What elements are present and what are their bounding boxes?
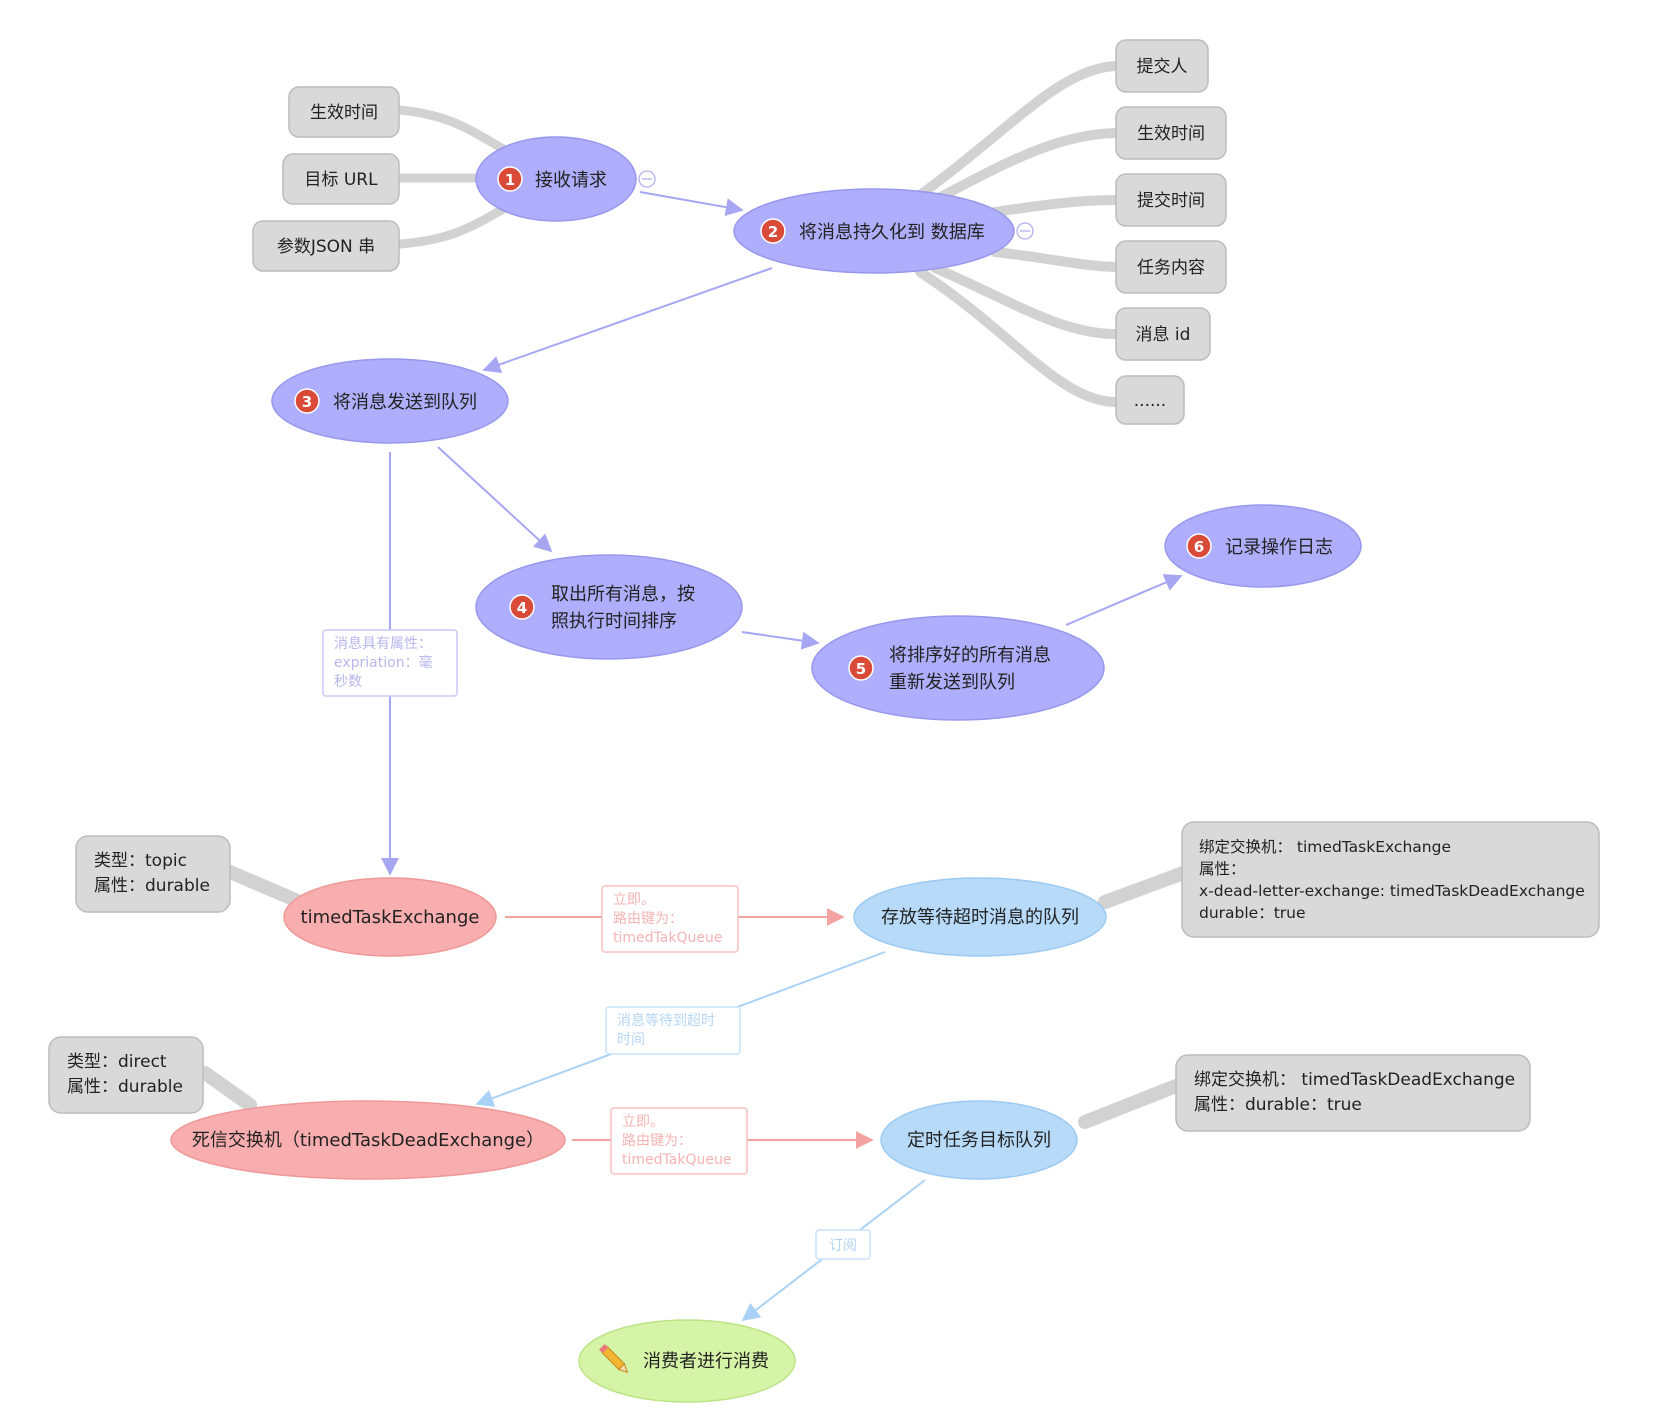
step-node-receive-request[interactable]: 1 接收请求 <box>475 136 637 222</box>
consumer-label: 消费者进行消费 <box>643 1351 769 1372</box>
edge-label-expiration: 消息具有属性： expriation：毫 秒数 <box>322 629 458 697</box>
node-label: 提交时间 <box>1137 191 1205 211</box>
request-param-node[interactable]: 生效时间 <box>288 86 400 138</box>
edge-label-line: 立即。 <box>613 892 655 908</box>
step-badge-icon <box>1186 533 1212 559</box>
dead-exchange-node[interactable]: 死信交换机（timedTaskDeadExchange） <box>170 1100 566 1180</box>
edge-label-line: 路由键为： <box>613 911 683 927</box>
queue-label: 定时任务目标队列 <box>907 1130 1051 1151</box>
request-param-node[interactable]: 目标 URL <box>282 153 400 205</box>
edge-label-line: 消息具有属性： <box>334 635 432 652</box>
edge-label-subscribe: 订阅 <box>815 1229 871 1260</box>
note-line: 类型：direct <box>67 1052 167 1072</box>
db-field-node[interactable]: 生效时间 <box>1115 106 1227 160</box>
step-label: 取出所有消息，按 <box>551 584 695 605</box>
step-node-persist-db[interactable]: 2 将消息持久化到 数据库 <box>733 188 1015 274</box>
pencil-icon <box>599 1344 629 1374</box>
edge-label-line: 秒数 <box>334 674 362 690</box>
wait-queue-note: 绑定交换机： timedTaskExchange 属性： x-dead-lett… <box>1181 821 1600 938</box>
edge-label-line: 时间 <box>617 1032 645 1048</box>
target-queue-node[interactable]: 定时任务目标队列 <box>880 1100 1078 1180</box>
wait-queue-node[interactable]: 存放等待超时消息的队列 <box>853 877 1107 957</box>
note-line: 属性： <box>1199 860 1246 878</box>
step-label: 将消息持久化到 数据库 <box>799 222 985 243</box>
step-badge-number: 5 <box>856 660 866 678</box>
node-label: ...... <box>1134 391 1166 411</box>
step-badge-number: 2 <box>768 223 778 241</box>
request-param-node[interactable]: 参数JSON 串 <box>252 220 400 272</box>
db-field-node[interactable]: ...... <box>1115 375 1185 425</box>
step-label: 将消息发送到队列 <box>333 392 477 413</box>
step-label: 重新发送到队列 <box>889 672 1015 693</box>
step-badge-icon <box>848 655 874 681</box>
note-line: x-dead-letter-exchange: timedTaskDeadExc… <box>1199 882 1585 900</box>
node-label: 生效时间 <box>1137 124 1205 144</box>
node-label: 任务内容 <box>1137 258 1205 278</box>
edge-label-line: 路由键为： <box>622 1133 692 1149</box>
step-node-log[interactable]: 6 记录操作日志 <box>1164 504 1362 588</box>
db-field-node[interactable]: 任务内容 <box>1115 240 1227 294</box>
collapse-toggle[interactable] <box>1016 222 1034 240</box>
step-badge-icon <box>497 166 523 192</box>
edge-label-route-1: 立即。 路由键为： timedTakQueue <box>601 885 739 953</box>
step-node-send-to-queue[interactable]: 3 将消息发送到队列 <box>271 358 509 444</box>
db-field-node[interactable]: 提交人 <box>1115 39 1209 93</box>
exchange-label: timedTaskExchange <box>301 907 480 928</box>
step-label: 记录操作日志 <box>1225 537 1333 558</box>
node-label: 参数JSON 串 <box>277 237 375 257</box>
purple-arrows <box>381 191 1183 876</box>
note-line: 绑定交换机： timedTaskExchange <box>1199 838 1451 856</box>
note-line: 属性：durable <box>67 1077 183 1097</box>
edge-label-line: 消息等待到超时 <box>617 1012 715 1029</box>
exchange-label: 死信交换机（timedTaskDeadExchange） <box>192 1130 544 1151</box>
node-label: 目标 URL <box>304 170 378 190</box>
edge-label-line: 立即。 <box>622 1114 664 1130</box>
edge-label-route-2: 立即。 路由键为： timedTakQueue <box>610 1107 748 1175</box>
edge-label-line: expriation：毫 <box>334 654 433 671</box>
exchange-note: 类型：topic 属性：durable <box>75 835 231 913</box>
node-label: 生效时间 <box>310 103 378 123</box>
db-field-node[interactable]: 消息 id <box>1115 307 1211 361</box>
db-field-node[interactable]: 提交时间 <box>1115 173 1227 227</box>
edge-label-line: 订阅 <box>829 1238 857 1254</box>
step-label: 照执行时间排序 <box>551 611 677 632</box>
note-line: durable：true <box>1199 904 1306 922</box>
step-badge-icon <box>760 218 786 244</box>
step-label: 将排序好的所有消息 <box>889 645 1051 666</box>
step-badge-number: 4 <box>517 599 527 617</box>
edge-label-line: timedTakQueue <box>622 1152 731 1168</box>
step-node-fetch-sort[interactable]: 4 取出所有消息，按 照执行时间排序 <box>475 554 743 660</box>
step-badge-number: 3 <box>302 393 312 411</box>
dead-exchange-note: 类型：direct 属性：durable <box>48 1036 204 1114</box>
exchange-node[interactable]: timedTaskExchange <box>283 877 497 957</box>
note-line: 绑定交换机： timedTaskDeadExchange <box>1194 1070 1515 1090</box>
queue-label: 存放等待超时消息的队列 <box>881 907 1079 928</box>
consumer-node[interactable]: 消费者进行消费 <box>578 1319 796 1403</box>
step-label: 接收请求 <box>535 170 607 191</box>
target-queue-note: 绑定交换机： timedTaskDeadExchange 属性：durable：… <box>1175 1054 1531 1132</box>
node-label: 消息 id <box>1136 325 1191 345</box>
note-line: 类型：topic <box>94 851 187 871</box>
step-node-resend[interactable]: 5 将排序好的所有消息 重新发送到队列 <box>811 615 1105 721</box>
edge-label-line: timedTakQueue <box>613 930 722 946</box>
step-badge-number: 6 <box>1194 538 1204 556</box>
step-badge-number: 1 <box>505 171 515 189</box>
node-label: 提交人 <box>1137 57 1188 77</box>
note-line: 属性：durable：true <box>1194 1095 1362 1115</box>
edge-label-timeout: 消息等待到超时 时间 <box>605 1006 741 1055</box>
step-badge-icon <box>509 594 535 620</box>
note-line: 属性：durable <box>94 876 210 896</box>
step-badge-icon <box>294 388 320 414</box>
branch-connectors <box>198 61 1193 1129</box>
collapse-toggle[interactable] <box>638 170 656 188</box>
